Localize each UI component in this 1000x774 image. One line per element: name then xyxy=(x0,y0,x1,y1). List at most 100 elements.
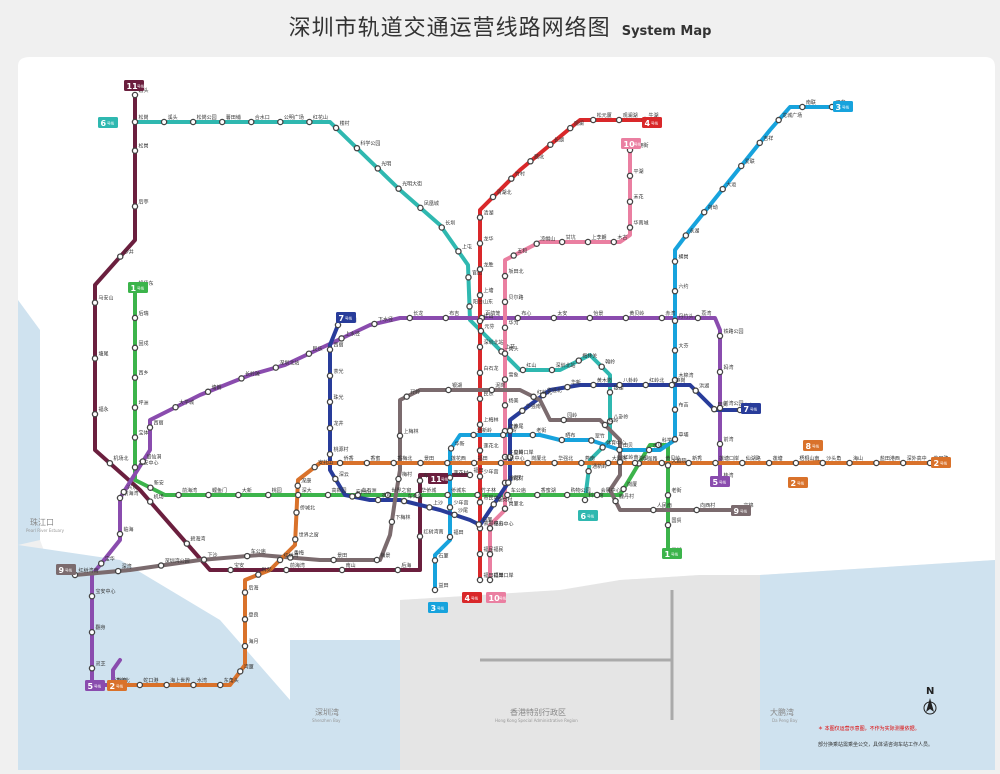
station-l7-25[interactable] xyxy=(710,405,718,413)
station-l4-16[interactable] xyxy=(476,421,484,428)
station-l6-6[interactable] xyxy=(306,118,313,126)
station-l4-21[interactable] xyxy=(476,550,484,558)
station-l2-36[interactable] xyxy=(899,459,907,467)
station-l9-16[interactable] xyxy=(601,421,609,429)
station-l4-19[interactable] xyxy=(476,499,484,506)
station-l1-12[interactable] xyxy=(294,491,302,499)
station-l11-10[interactable] xyxy=(227,566,234,574)
station-l5-13[interactable] xyxy=(272,364,280,371)
station-l5-25[interactable] xyxy=(694,314,702,322)
station-l1-3[interactable] xyxy=(131,374,139,381)
station-l1-1[interactable] xyxy=(131,314,139,322)
station-l3-8[interactable] xyxy=(671,258,679,265)
station-l5-29[interactable] xyxy=(716,440,724,448)
station-l9-11[interactable] xyxy=(403,393,410,400)
station-l11-8[interactable] xyxy=(146,498,154,505)
station-l3-10[interactable] xyxy=(671,317,679,325)
station-l2-4[interactable] xyxy=(217,681,224,689)
station-l11-2[interactable] xyxy=(131,203,139,210)
station-l2-34[interactable] xyxy=(846,459,853,467)
station-l3-27[interactable] xyxy=(431,586,439,594)
station-l5-5[interactable] xyxy=(88,665,96,672)
station-l6-9[interactable] xyxy=(374,165,382,172)
station-l6-19[interactable] xyxy=(548,366,556,374)
station-l10-11[interactable] xyxy=(501,324,509,331)
station-l1-16[interactable] xyxy=(414,491,421,499)
station-l6-1[interactable] xyxy=(160,118,168,126)
station-l6-0[interactable] xyxy=(131,118,139,126)
station-l7-18[interactable] xyxy=(539,391,547,399)
station-l7-8[interactable] xyxy=(374,496,382,504)
station-l7-5[interactable] xyxy=(326,450,334,458)
station-l5-12[interactable] xyxy=(238,375,245,382)
station-l3-12[interactable] xyxy=(671,376,679,384)
station-l2-1[interactable] xyxy=(136,681,144,689)
station-l3-17[interactable] xyxy=(588,437,595,444)
station-l11-11[interactable] xyxy=(283,566,290,574)
station-l2-31[interactable] xyxy=(765,459,773,467)
station-l7-0[interactable] xyxy=(334,321,342,329)
station-l4-6[interactable] xyxy=(508,175,515,182)
station-l6-23[interactable] xyxy=(606,418,614,425)
station-l6-13[interactable] xyxy=(455,248,462,255)
station-l2-5[interactable] xyxy=(236,668,244,675)
station-l4-14[interactable] xyxy=(476,369,484,377)
station-l10-9[interactable] xyxy=(501,272,509,280)
station-l7-4[interactable] xyxy=(326,424,334,432)
station-l5-22[interactable] xyxy=(586,314,594,322)
station-l1-11[interactable] xyxy=(265,491,272,499)
station-l3-20[interactable] xyxy=(499,431,507,439)
station-l1-17[interactable] xyxy=(444,491,451,499)
station-l1-18[interactable] xyxy=(474,491,481,499)
station-l2-16[interactable] xyxy=(363,459,371,467)
station-l9-6[interactable] xyxy=(330,556,337,564)
station-l10-3[interactable] xyxy=(626,224,634,231)
station-l9-10[interactable] xyxy=(396,432,404,440)
station-l2-14[interactable] xyxy=(311,463,318,471)
station-l6-22[interactable] xyxy=(606,389,614,396)
station-l4-1[interactable] xyxy=(615,116,623,124)
line-7-path[interactable] xyxy=(328,323,742,527)
station-l5-21[interactable] xyxy=(550,314,558,322)
station-l9-8[interactable] xyxy=(388,518,396,526)
station-l10-1[interactable] xyxy=(626,172,634,180)
station-l5-26[interactable] xyxy=(716,332,724,340)
station-l6-3[interactable] xyxy=(218,118,226,126)
station-l1-10[interactable] xyxy=(235,491,242,499)
station-l2-17[interactable] xyxy=(390,459,397,467)
station-l7-1[interactable] xyxy=(326,346,334,353)
station-l6-14[interactable] xyxy=(465,274,472,281)
station-l10-12[interactable] xyxy=(501,350,509,357)
station-l11-5[interactable] xyxy=(91,355,99,362)
station-l10-6[interactable] xyxy=(558,238,566,246)
station-l2-19[interactable] xyxy=(444,459,451,467)
station-l11-14[interactable] xyxy=(416,533,424,540)
station-l1-28[interactable] xyxy=(664,521,672,529)
station-l2-29[interactable] xyxy=(712,459,719,467)
station-l2-15[interactable] xyxy=(336,459,344,467)
station-l7-10[interactable] xyxy=(426,504,433,511)
station-l1-20[interactable] xyxy=(534,491,541,499)
station-l3-11[interactable] xyxy=(671,347,679,354)
station-l2-10[interactable] xyxy=(276,556,284,564)
station-l2-25[interactable] xyxy=(604,459,612,467)
station-l2-3[interactable] xyxy=(190,681,197,689)
station-l5-3[interactable] xyxy=(88,592,96,600)
station-l3-14[interactable] xyxy=(671,436,679,443)
station-l3-24[interactable] xyxy=(446,504,454,511)
line-10-path[interactable] xyxy=(488,148,632,582)
station-l7-3[interactable] xyxy=(326,398,334,406)
station-l6-18[interactable] xyxy=(519,366,527,374)
station-l5-14[interactable] xyxy=(305,350,313,357)
station-l5-11[interactable] xyxy=(204,388,212,396)
